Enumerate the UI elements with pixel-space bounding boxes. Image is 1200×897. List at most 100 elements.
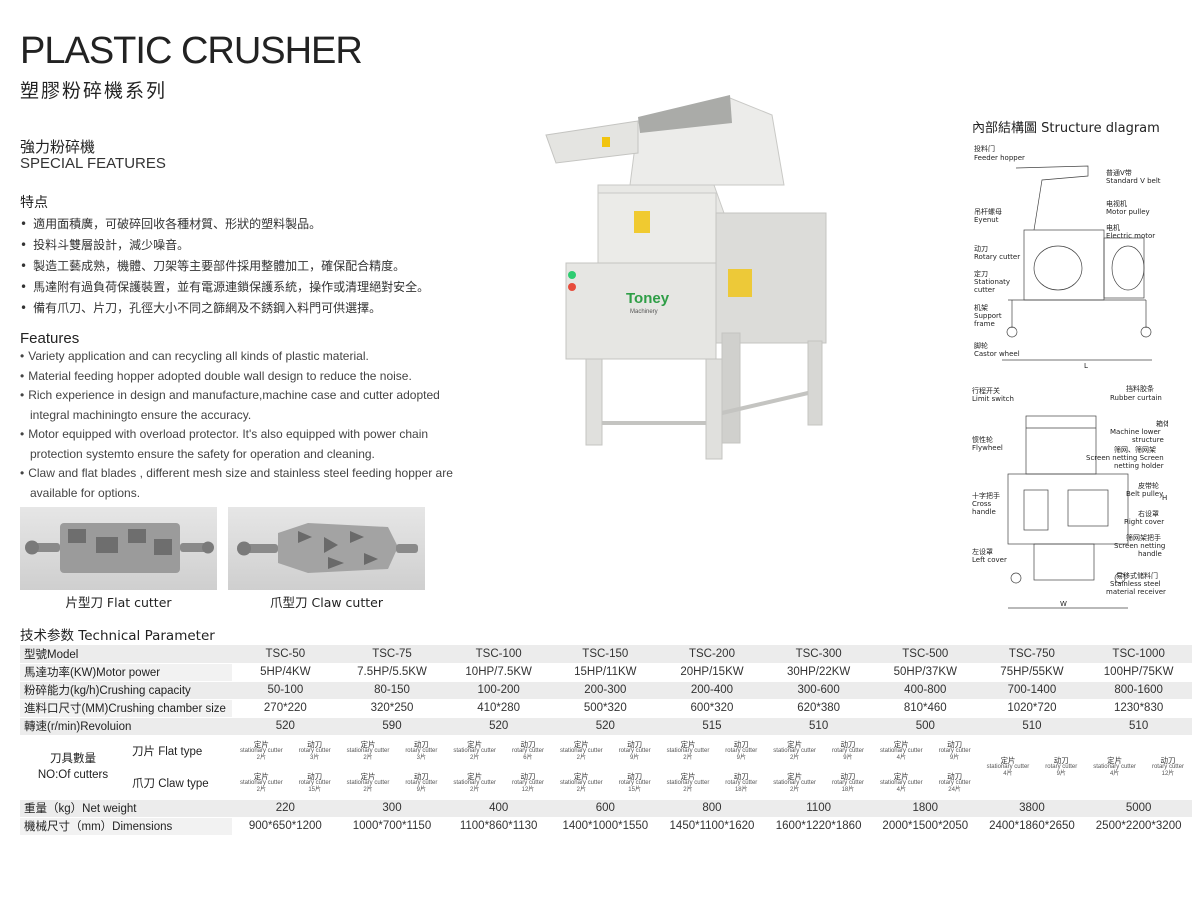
table-cell: 320*250 [338,699,446,718]
diagram-label: Flywheel [972,444,1003,452]
table-cell: 510 [1085,717,1192,736]
model-cell: TSC-500 [871,645,979,664]
features-en-item: Material feeding hopper adopted double w… [20,367,460,387]
technical-parameter-table: 型號Model TSC-50 TSC-75 TSC-100 TSC-150 TS… [20,645,1192,836]
table-row: 粉碎能力(kg/h)Crushing capacity 50-100 80-15… [20,681,1192,700]
table-cell: 620*380 [765,699,872,718]
diagram-label: Motor pulley [1106,208,1150,216]
table-cell: 600*320 [658,699,766,718]
diagram-label: 皮带轮 [1138,481,1159,490]
diagram-label: 普通V带 [1106,168,1132,177]
diagram-label: frame [974,320,995,328]
table-cell: 510 [978,717,1086,736]
table-cell: 1400*1000*1550 [551,817,659,836]
brand-logo-subtext: Machinery [630,309,658,315]
diagram-dimension: L [1084,362,1088,370]
features-en-item: Rich experience in design and manufactur… [20,386,460,425]
table-cell: 30HP/22KW [765,663,872,682]
diagram-label: 右设罩 [1138,509,1159,518]
diagram-label: 筛网架把手 [1126,533,1161,542]
diagram-label: 惯性轮 [972,435,993,444]
table-row: 轉速(r/min)Revoluion 520 590 520 520 515 5… [20,717,1192,736]
features-cn-item: 製造工藝成熟，機體、刀架等主要部件採用整體加工，確保配合精度。 [20,256,429,277]
diagram-label: 机架 [974,303,988,312]
table-cell: 50HP/37KW [871,663,979,682]
claw-cutter-image [228,507,425,590]
diagram-label: Belt pulley [1126,490,1163,498]
table-cell: 590 [338,717,446,736]
diagram-label: 挡料胶条 [1126,384,1154,393]
row-label: 型號Model [20,645,233,664]
diagram-label: 投料门 [974,144,995,153]
claw-type-label: 爪刀 Claw type [126,767,233,800]
table-row: 進料口尺寸(MM)Crushing chamber size 270*220 3… [20,699,1192,718]
diagram-label: Stainless steel [1110,580,1161,588]
table-cell: 10HP/7.5KW [445,663,552,682]
diagram-label: Cross [972,500,992,508]
table-cell: 500 [871,717,979,736]
diagram-dimension: W [1060,600,1067,608]
cutters-label-en: NO:Of cutters [37,769,109,781]
table-row: 馬達功率(KW)Motor power 5HP/4KW 7.5HP/5.5KW … [20,663,1192,682]
technical-parameter-title: 技术参数 Technical Parameter [20,628,215,644]
table-row: 型號Model TSC-50 TSC-75 TSC-100 TSC-150 TS… [20,645,1192,664]
table-cell: 2000*1500*2050 [871,817,979,836]
diagram-label: 定刀 [974,269,988,278]
cutters-label: 刀具數量 NO:Of cutters [20,735,126,800]
special-features-cn: 強力粉碎機 [20,138,96,156]
row-label: 粉碎能力(kg/h)Crushing capacity [20,681,233,700]
diagram-label: Castor wheel [974,350,1020,358]
row-label: 轉速(r/min)Revoluion [20,717,233,736]
diagram-label: Rubber curtain [1110,394,1162,402]
diagram-label: 十字把手 [972,491,1000,500]
features-en-item: Claw and flat blades , different mesh si… [20,464,460,503]
diagram-label: Support [974,312,1002,320]
diagram-label: Stationaty [974,278,1010,286]
model-cell: TSC-1000 [1085,645,1192,664]
diagram-label: Screen netting [1114,542,1165,550]
table-cell: 300-600 [765,681,872,700]
claw-cutter-label: 爪型刀 Claw cutter [270,595,383,610]
diagram-label: 筛网、筛网架 [1114,445,1156,454]
table-cell: 700-1400 [978,681,1086,700]
table-cell: 80-150 [338,681,446,700]
diagram-label: material receiver [1106,588,1166,596]
model-cell: TSC-50 [232,645,339,664]
table-cell: 200-400 [658,681,766,700]
flat-cutter-label: 片型刀 Flat cutter [65,595,172,610]
table-cell: 100-200 [445,681,552,700]
model-cell: TSC-300 [765,645,872,664]
model-cell: TSC-750 [978,645,1086,664]
table-cell: 3800 [978,799,1086,818]
table-cell: 1230*830 [1085,699,1192,718]
table-cell: 600 [551,799,659,818]
diagram-label: 箱体 [1156,419,1168,428]
diagram-label: 脚轮 [974,341,988,350]
diagram-label: 易移式储料门 [1116,571,1158,580]
table-cell: 400 [445,799,552,818]
diagram-label: Machine lower [1110,428,1161,436]
features-en-heading: Features [20,330,80,347]
diagram-label: Limit switch [972,395,1014,403]
table-cell: 810*460 [871,699,979,718]
table-cell: 7.5HP/5.5KW [338,663,446,682]
table-cell: 410*280 [445,699,552,718]
features-en-list: Variety application and can recycling al… [20,347,460,503]
table-cell: 1600*1220*1860 [765,817,872,836]
features-cn-item: 馬達附有過負荷保護裝置，並有電源連鎖保護系統，操作或清理絕對安全。 [20,277,429,298]
table-cell: 2500*2200*3200 [1085,817,1192,836]
diagram-label: Feeder hopper [974,154,1025,162]
flat-cutter-image [20,507,217,590]
table-cell: 300 [338,799,446,818]
